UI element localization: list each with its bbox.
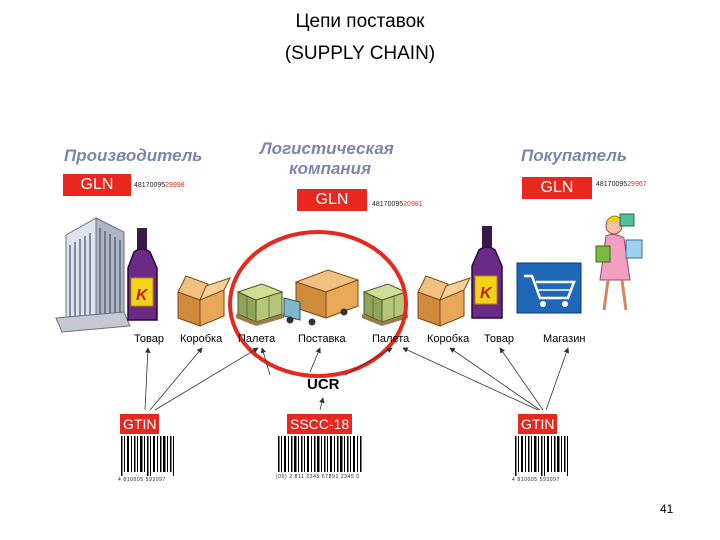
manufacturer-gln-badge: GLN bbox=[63, 174, 131, 196]
chain-label: Коробка bbox=[427, 333, 470, 345]
barcode-icon bbox=[278, 436, 362, 472]
ucr-oval bbox=[228, 230, 408, 378]
bottle-icon: K bbox=[471, 226, 503, 319]
shopper-icon bbox=[595, 213, 643, 311]
page-number: 41 bbox=[660, 502, 674, 516]
gtin-badge-left: GTIN bbox=[120, 414, 160, 434]
ucr-label: UCR bbox=[307, 376, 340, 393]
chain-label: Магазин bbox=[543, 333, 586, 345]
chain-label: Поставка bbox=[298, 333, 346, 345]
page-subtitle: (SUPPLY CHAIN) bbox=[284, 43, 436, 64]
logistics-label-line1: Логистическая bbox=[260, 139, 394, 158]
buyer-gln-number: 4817009529967 bbox=[596, 181, 647, 188]
svg-text:K: K bbox=[480, 285, 493, 302]
buyer-label: Покупатель bbox=[521, 146, 627, 165]
pallet-icon bbox=[236, 283, 284, 326]
truck-icon bbox=[283, 269, 360, 326]
manufacturer-gln-number: 4817009529998 bbox=[134, 182, 185, 189]
chain-label: Палета bbox=[238, 333, 276, 345]
logistics-gln-badge: GLN bbox=[297, 189, 367, 211]
gtin-badge-right: GTIN bbox=[518, 414, 558, 434]
barcode-digits: 4 810005 593097 bbox=[512, 477, 560, 483]
box-icon bbox=[177, 275, 231, 327]
box-icon bbox=[417, 275, 471, 327]
shopping-cart-icon bbox=[516, 262, 582, 314]
page-title: Цепи поставок bbox=[295, 11, 425, 32]
manufacturer-label: Производитель bbox=[64, 146, 203, 165]
svg-text:K: K bbox=[136, 287, 149, 304]
barcode-digits: (00) 2 811 2345 67891 2345 0 bbox=[276, 474, 360, 480]
bottle-icon: K bbox=[127, 228, 158, 321]
barcode-digits: 4 810005 593097 bbox=[118, 477, 166, 483]
logistics-label-line2: компания bbox=[289, 159, 372, 178]
sscc-badge: SSCC-18 bbox=[287, 414, 353, 434]
buyer-gln-badge: GLN bbox=[522, 177, 592, 199]
logistics-gln-number: 4817009520981 bbox=[372, 201, 423, 208]
barcode-icon bbox=[121, 436, 174, 476]
chain-label: Палета bbox=[372, 333, 410, 345]
chain-label: Товар bbox=[134, 333, 164, 345]
pallet-icon bbox=[362, 283, 408, 326]
chain-label: Товар bbox=[484, 333, 514, 345]
building-icon bbox=[55, 217, 131, 333]
barcode-icon bbox=[515, 436, 568, 476]
arrows bbox=[144, 347, 570, 411]
chain-label: Коробка bbox=[180, 333, 223, 345]
